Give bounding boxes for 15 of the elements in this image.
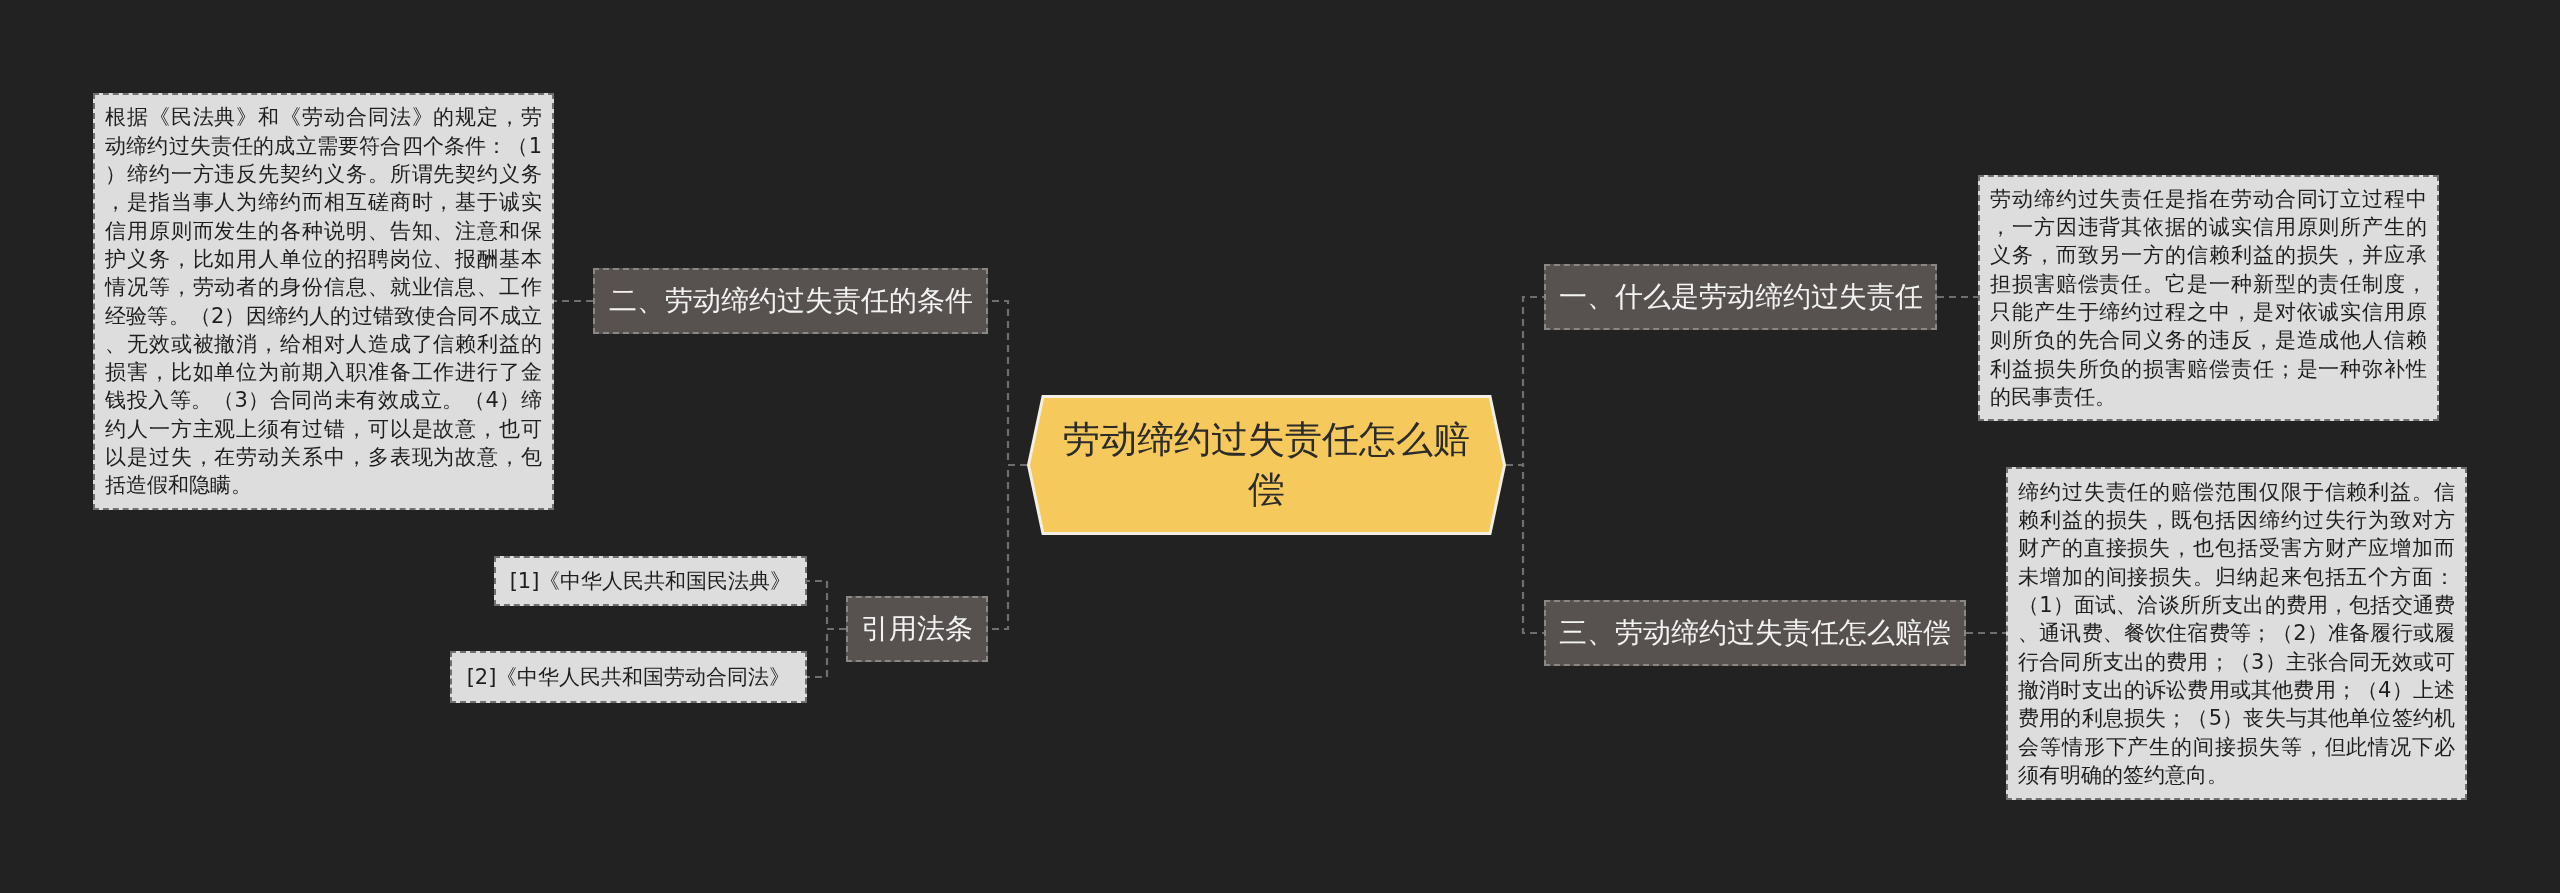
connector-line <box>807 627 846 679</box>
branch-topic: 一、什么是劳动缔约过失责任 <box>1544 264 1937 330</box>
central-topic: 劳动缔约过失责任怎么赔偿 <box>1027 395 1506 535</box>
connector-line <box>1937 295 1978 299</box>
connector-line <box>1966 631 2006 635</box>
note-card: 根据《民法典》和《劳动合同法》的规定，劳动缔约过失责任的成立需要符合四个条件：（1）缔约一方违反先契约义务。所谓先契约义务，是指当事人为缔约而相互磋商时，基于诚实信用原则而发生的各种说明、告知、注意和保护义务，比如用人单位的招聘岗位、报酬基本情况等，劳动者的身份信息、就业信息、工作经验等。（2）因缔约人的过错致使合同不成立、无效或被撤消，给相对人造成了信赖利益的损害，比如单位为前期入职准备工作进行了金钱投入等。（3）合同尚未有效成立。（4）缔约人一方主观上须有过错，可以是故意，也可以是过失，在劳动关系中，多表现为故意，包括造假和隐瞒。 <box>93 93 554 510</box>
branch-topic: 三、劳动缔约过失责任怎么赔偿 <box>1544 600 1966 666</box>
connector-line <box>1506 463 1544 635</box>
branch-topic: 二、劳动缔约过失责任的条件 <box>593 268 988 334</box>
reference-card: [2]《中华人民共和国劳动合同法》 <box>450 651 807 703</box>
reference-card: [1]《中华人民共和国民法典》 <box>494 556 807 606</box>
note-card: 缔约过失责任的赔偿范围仅限于信赖利益。信赖利益的损失，既包括因缔约过失行为致对方财产的直接损失，也包括受害方财产应增加而未增加的间接损失。归纳起来包括五个方面：（1）面试、洽谈所所支出的费用，包括交通费、通讯费、餐饮住宿费等；（2）准备履行或履行合同所支出的费用；（3）主张合同无效或可撤消时支出的诉讼费用或其他费用；（4）上述费用的利息损失；（5）丧失与其他单位签约机会等情形下产生的间接损失等，但此情况下必须有明确的签约意向。 <box>2006 467 2467 800</box>
note-card: 劳动缔约过失责任是指在劳动合同订立过程中，一方因违背其依据的诚实信用原则所产生的义务，而致另一方的信赖利益的损失，并应承担损害赔偿责任。它是一种新型的责任制度，只能产生于缔约过程之中，是对依诚实信用原则所负的先合同义务的违反，是造成他人信赖利益损失所负的损害赔偿责任；是一种弥补性的民事责任。 <box>1978 175 2439 421</box>
connector-line <box>554 299 593 303</box>
branch-topic: 引用法条 <box>846 596 988 662</box>
